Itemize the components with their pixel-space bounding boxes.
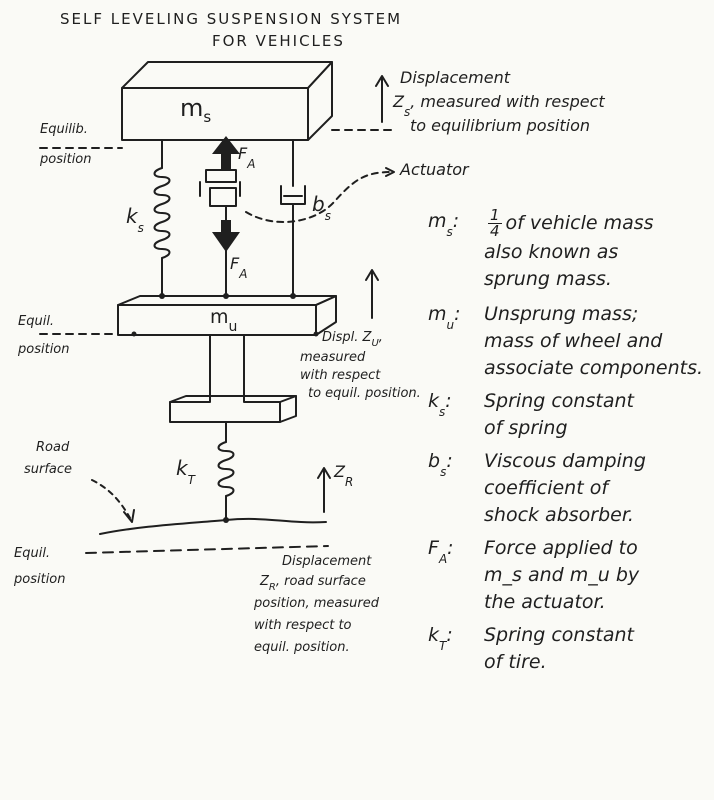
displacement-zs-line2: Zs, measured with respect — [393, 92, 605, 119]
equilib-top-line2: position — [40, 152, 92, 167]
legend-desc: Unsprung mass; mass of wheel and associa… — [484, 303, 704, 379]
legend-item-bs: bs: Viscous damping coefficient of shock… — [428, 448, 708, 529]
unsprung-mass-label: mu — [210, 306, 238, 335]
sprung-mass-block — [121, 61, 333, 141]
equilib-top-line1: Equilib. — [40, 122, 88, 137]
equil-mid-line2: position — [18, 342, 70, 357]
road-surface-line2: surface — [24, 462, 73, 477]
displacement-zs-line1: Displacement — [400, 68, 510, 87]
legend-key: kT: — [428, 624, 453, 653]
legend-key: mu: — [428, 303, 461, 332]
legend-item-ks: ks: Spring constant of spring — [428, 388, 708, 442]
legend-key: ks: — [428, 390, 452, 419]
displacement-zu-line2: measured — [300, 350, 366, 365]
spring-ks-label: ks — [126, 204, 144, 235]
displacement-zr-line5: equil. position. — [254, 640, 350, 655]
displacement-zr-line2: ZR, road surface — [260, 574, 366, 593]
road-surface-pointer — [91, 479, 131, 519]
actuator-pointer — [245, 171, 393, 223]
tire-spring-kt — [217, 421, 235, 521]
force-arrow-down — [212, 220, 240, 252]
legend-desc: Force applied to m_s and m_u by the actu… — [484, 537, 640, 613]
equil-mid-line1: Equil. — [18, 314, 55, 329]
spring-ks — [153, 139, 171, 297]
damper-bs — [280, 139, 306, 297]
equil-bottom-line2: position — [14, 572, 66, 587]
displacement-zr-line4: with respect to — [254, 618, 352, 633]
legend-desc: Viscous damping coefficient of shock abs… — [484, 450, 646, 526]
equil-line-bottom — [85, 545, 329, 554]
equil-bottom-line1: Equil. — [14, 546, 51, 561]
road-surface-line1: Road — [36, 440, 70, 455]
displacement-zr-line1: Displacement — [282, 554, 372, 569]
damper-bs-label: bs — [312, 192, 331, 223]
legend-desc: Spring constant of spring — [484, 390, 634, 439]
force-top-label: FA — [238, 144, 256, 171]
legend-key: FA: — [428, 537, 454, 566]
displacement-zu-line4: to equil. position. — [308, 386, 421, 401]
displacement-zu-line3: with respect — [300, 368, 381, 383]
page-title-line1: SELF LEVELING SUSPENSION SYSTEM — [60, 10, 403, 28]
legend-key: ms: — [428, 210, 460, 239]
displacement-zr-line3: position, measured — [254, 596, 379, 611]
displacement-zu-line1: Displ. ZU, — [322, 330, 383, 349]
legend-item-kt: kT: Spring constant of tire. — [428, 622, 708, 676]
legend-key: bs: — [428, 450, 453, 479]
zr-label: ZR — [334, 462, 354, 489]
displacement-zs-line3: to equilibrium position — [410, 116, 590, 135]
force-arrow-up — [212, 136, 240, 170]
actuator-label: Actuator — [400, 160, 469, 179]
legend-desc: Spring constant of tire. — [484, 624, 634, 673]
tire-spring-kt-label: kT — [176, 456, 195, 487]
road-surface-line — [99, 517, 327, 535]
legend-item-fa: FA: Force applied to m_s and m_u by the … — [428, 535, 708, 616]
force-bottom-label: FA — [230, 254, 248, 281]
page-title-line2: FOR VEHICLES — [212, 32, 345, 50]
legend-item-mu: mu: Unsprung mass; mass of wheel and ass… — [428, 301, 708, 382]
sprung-mass-label: ms — [180, 94, 212, 126]
